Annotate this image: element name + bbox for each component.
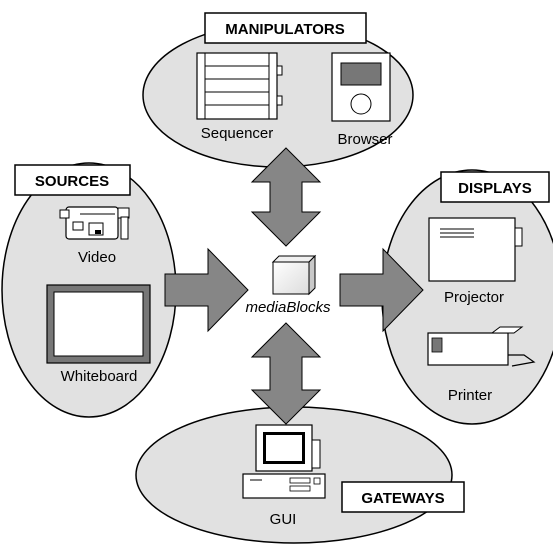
displays-title-box: DISPLAYS [440, 171, 550, 203]
video-label: Video [78, 249, 116, 266]
computer-icon [242, 424, 326, 499]
printer-label: Printer [448, 387, 492, 404]
whiteboard-label: Whiteboard [61, 368, 138, 385]
sequencer-icon [196, 52, 283, 120]
browser-label: Browser [337, 131, 392, 148]
projector-label: Projector [444, 289, 504, 306]
center-label: mediaBlocks [245, 299, 331, 316]
arrow-sources-to-center-icon [164, 247, 249, 333]
sources-title: SOURCES [35, 173, 109, 190]
manipulators-title-box: MANIPULATORS [204, 12, 367, 44]
video-camera-icon [59, 206, 130, 240]
sources-title-box: SOURCES [14, 164, 131, 196]
manipulators-title: MANIPULATORS [225, 21, 344, 38]
double-arrow-bottom-icon [250, 322, 322, 425]
double-arrow-top-icon [250, 147, 322, 247]
gateways-title-box: GATEWAYS [341, 481, 465, 513]
displays-title: DISPLAYS [458, 180, 532, 197]
cube-icon [271, 254, 317, 296]
printer-icon [427, 326, 536, 367]
whiteboard-icon [46, 284, 151, 364]
browser-icon [331, 52, 391, 122]
gateways-title: GATEWAYS [361, 490, 444, 507]
sequencer-label: Sequencer [201, 125, 274, 142]
projector-icon [428, 217, 523, 282]
arrow-center-to-displays-icon [339, 247, 424, 333]
gui-label: GUI [270, 511, 297, 528]
